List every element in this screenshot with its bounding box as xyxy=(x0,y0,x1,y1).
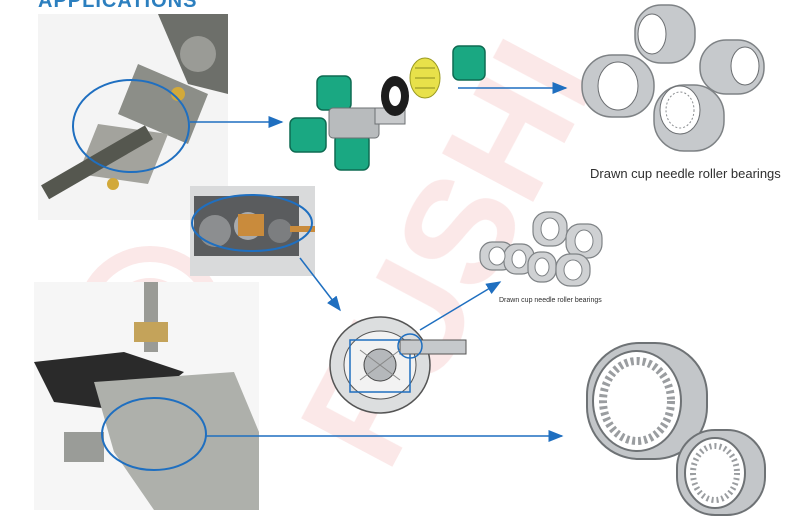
arrow-gearbox-to-differential xyxy=(299,257,341,312)
steering-universal-joint-photo xyxy=(38,14,228,220)
bearing-caption-top: Drawn cup needle roller bearings xyxy=(590,166,781,181)
universal-joint-exploded-view xyxy=(289,45,486,171)
differential-cutaway-illustration xyxy=(329,316,467,414)
gearbox-cutaway-photo xyxy=(190,186,315,276)
needle-bearing-set-middle xyxy=(479,211,603,287)
arrow-differential-to-bearings xyxy=(419,281,502,331)
needle-bearing-set-top xyxy=(581,4,765,152)
needle-bearing-pair-bottom xyxy=(586,342,766,516)
page-heading: APPLICATIONS xyxy=(38,0,198,12)
bearing-caption-middle: Drawn cup needle roller bearings xyxy=(499,297,602,304)
steering-rack-photo xyxy=(34,282,259,510)
